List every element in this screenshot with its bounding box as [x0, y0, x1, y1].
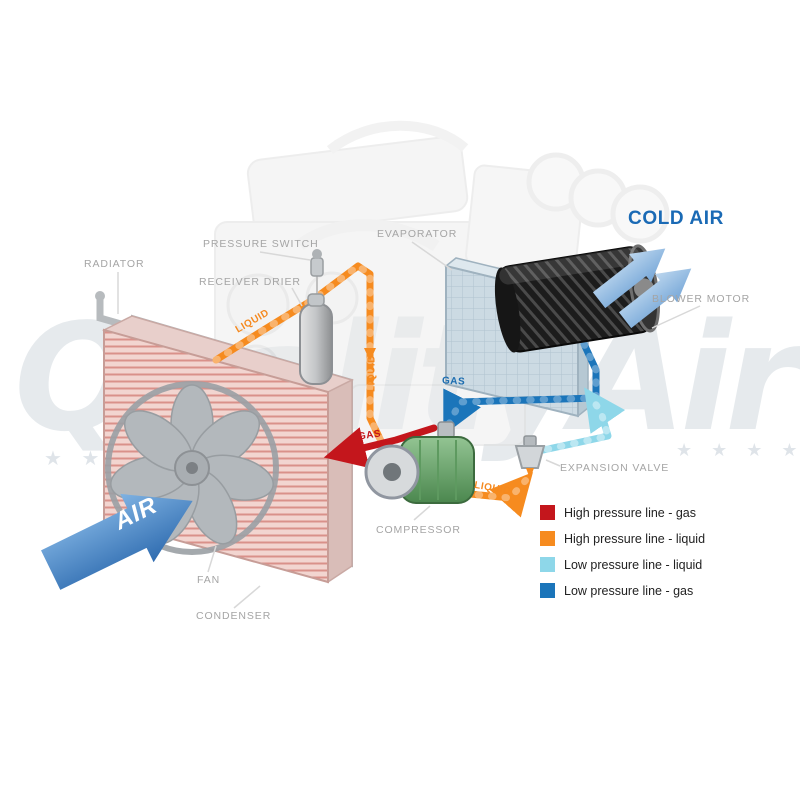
receiver-drier: [299, 276, 333, 385]
pressure-switch-part: [310, 249, 324, 277]
legend-item-high-liquid: High pressure line - liquid: [540, 531, 705, 546]
label-pressure-switch: PRESSURE SWITCH: [203, 238, 319, 250]
legend-item-low-gas: Low pressure line - gas: [540, 583, 705, 598]
legend: High pressure line - gas High pressure l…: [540, 505, 705, 609]
legend-label-high-liquid: High pressure line - liquid: [564, 531, 706, 546]
pipe-high-pressure-liquid: [212, 262, 533, 518]
legend-swatch-high-liquid: [540, 531, 555, 546]
compressor: [364, 421, 475, 504]
pipe-label-gas-low: GAS: [441, 375, 466, 388]
watermark-stars-right: ★ ★ ★ ★: [676, 440, 800, 460]
legend-label-low-gas: Low pressure line - gas: [564, 583, 694, 598]
label-condenser: CONDENSER: [196, 610, 272, 622]
air-arrow: [41, 493, 193, 590]
leader-lines: [117, 241, 701, 609]
legend-label-high-gas: High pressure line - gas: [564, 505, 697, 520]
legend-label-low-liquid: Low pressure line - liquid: [564, 557, 703, 572]
label-radiator: RADIATOR: [84, 258, 145, 270]
label-receiver-drier: RECEIVER DRIER: [199, 276, 301, 288]
legend-item-low-liquid: Low pressure line - liquid: [540, 557, 705, 572]
legend-item-high-gas: High pressure line - gas: [540, 505, 705, 520]
cold-air-arrows: [592, 248, 692, 329]
pipe-label-liquid-2: LIQUID: [366, 355, 378, 392]
legend-swatch-low-liquid: [540, 557, 555, 572]
legend-swatch-low-gas: [540, 583, 555, 598]
label-evaporator: EVAPORATOR: [377, 228, 458, 240]
label-expansion-valve: EXPANSION VALVE: [560, 462, 670, 474]
fan: [105, 381, 279, 555]
pipe-low-pressure-liquid: [530, 387, 626, 456]
label-compressor: COMPRESSOR: [376, 524, 461, 536]
label-blower-motor: BLOWER MOTOR: [652, 293, 751, 305]
label-fan: FAN: [197, 574, 221, 586]
pipe-high-pressure-gas: [323, 424, 438, 469]
expansion-valve: [514, 435, 546, 479]
label-cold-air: COLD AIR: [628, 208, 724, 229]
legend-swatch-high-gas: [540, 505, 555, 520]
